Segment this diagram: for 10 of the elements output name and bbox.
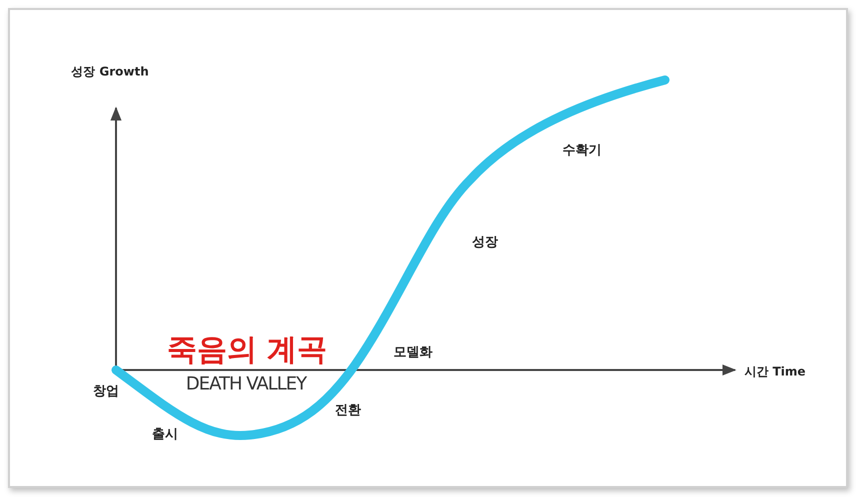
valley-title: 죽음의 계곡 xyxy=(166,332,328,370)
valley-subtitle: DEATH VALLEY xyxy=(186,374,306,394)
stage-label: 수확기 xyxy=(562,142,602,159)
stage-label: 모델화 xyxy=(394,344,432,361)
axis-label: 성장 Growth xyxy=(71,64,149,80)
axis-label: 시간 Time xyxy=(744,364,806,380)
stage-label: 성장 xyxy=(472,234,498,251)
stage-label: 전환 xyxy=(335,402,361,419)
stage-label: 창업 xyxy=(93,383,119,400)
stage-label: 출시 xyxy=(152,426,178,443)
